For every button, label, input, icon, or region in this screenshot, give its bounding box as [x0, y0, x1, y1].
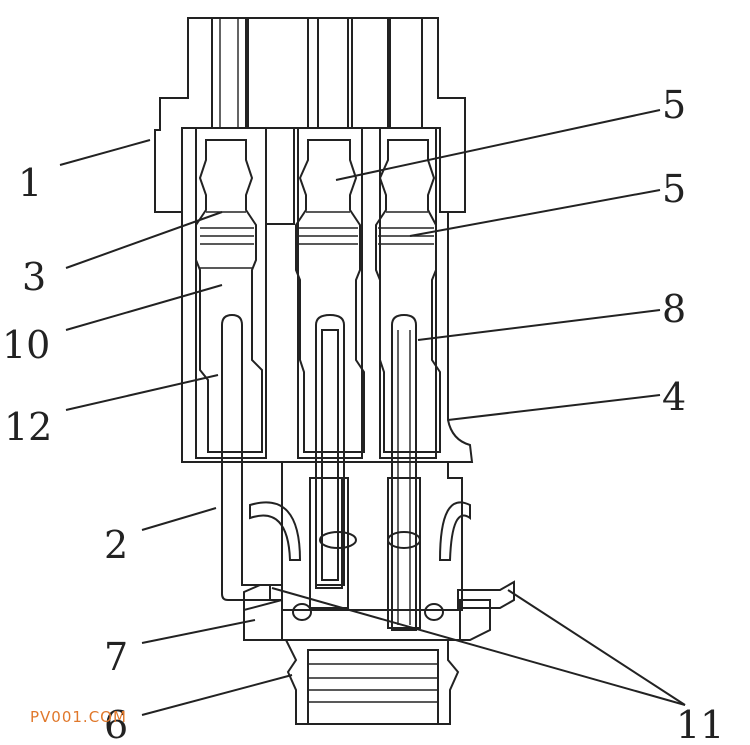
reference-labels: 1 3 10 12 2 7 6 5 5 8 4 11	[2, 83, 724, 745]
part-11-seal-rings	[249, 501, 515, 621]
label-5-upper: 5	[662, 83, 686, 127]
part-6-bottom-nut	[284, 639, 460, 725]
label-3: 3	[22, 255, 46, 299]
part-2-12-l-conductor	[221, 313, 271, 601]
cable-conductors	[211, 17, 423, 129]
leader-lines	[59, 109, 686, 716]
label-2: 2	[104, 523, 128, 567]
part-4-housing	[181, 127, 474, 463]
part-3-5-contact-terminals	[195, 139, 441, 453]
label-5-lower: 5	[662, 167, 686, 211]
part-7-lower-housing	[243, 584, 491, 641]
label-11: 11	[676, 703, 724, 745]
label-1: 1	[18, 161, 42, 205]
part-8-pins	[315, 313, 417, 631]
label-4: 4	[662, 375, 686, 419]
label-7: 7	[104, 635, 128, 679]
watermark: PV001.COM	[30, 708, 127, 726]
label-6: 6	[104, 703, 128, 745]
lower-insulator-block	[281, 461, 463, 629]
label-8: 8	[662, 287, 686, 331]
label-10: 10	[2, 323, 50, 367]
label-12: 12	[4, 405, 52, 449]
